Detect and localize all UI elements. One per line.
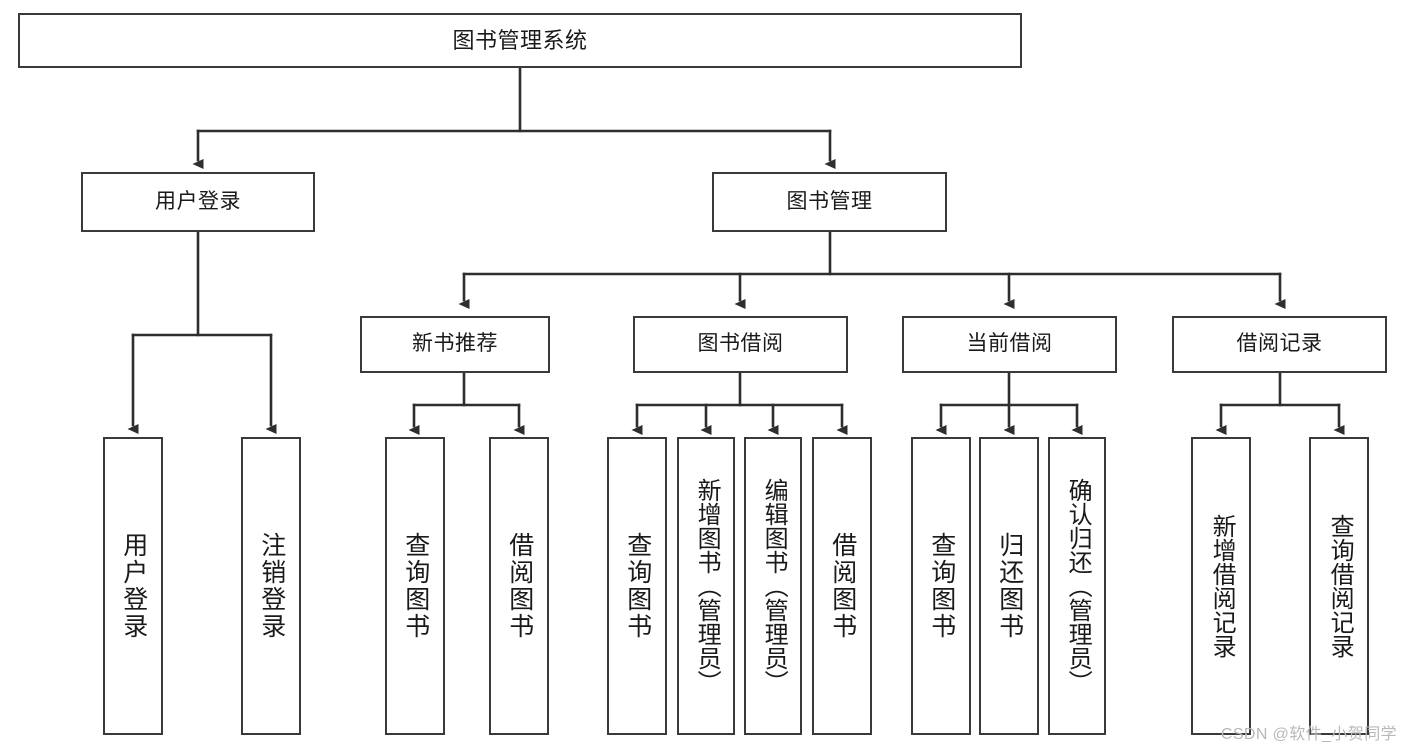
leaf-borrow-record-add[interactable]: 新增借阅记录 <box>1191 437 1251 735</box>
leaf-book-borrow-borrow[interactable]: 借阅图书 <box>812 437 872 735</box>
node-current-borrow[interactable]: 当前借阅 <box>902 316 1117 373</box>
leaf-new-book-borrow[interactable]: 借阅图书 <box>489 437 549 735</box>
node-user-login[interactable]: 用户登录 <box>81 172 315 232</box>
node-label: 图书借阅 <box>697 332 784 356</box>
watermark-text: CSDN @软件_小贺同学 <box>1220 726 1397 743</box>
node-label: 用户登录 <box>155 189 241 213</box>
leaf-current-borrow-confirm-return[interactable]: 确认归还（管理员） <box>1048 437 1106 735</box>
node-label: 图书管理 <box>786 189 873 213</box>
leaf-book-borrow-query[interactable]: 查询图书 <box>607 437 667 735</box>
node-label: 借阅记录 <box>1236 332 1323 356</box>
node-borrow-record[interactable]: 借阅记录 <box>1172 316 1387 373</box>
node-book-management[interactable]: 图书管理 <box>712 172 947 232</box>
node-label: 新增图书（管理员） <box>693 478 721 694</box>
node-label: 查询图书 <box>927 532 956 640</box>
leaf-book-borrow-edit[interactable]: 编辑图书（管理员） <box>744 437 802 735</box>
node-label: 新增借阅记录 <box>1208 514 1236 658</box>
node-book-borrow[interactable]: 图书借阅 <box>633 316 848 373</box>
node-label: 用户登录 <box>119 532 148 640</box>
node-label: 借阅图书 <box>828 532 857 640</box>
leaf-current-borrow-return[interactable]: 归还图书 <box>979 437 1039 735</box>
leaf-book-borrow-add[interactable]: 新增图书（管理员） <box>677 437 735 735</box>
node-label: 编辑图书（管理员） <box>760 478 788 694</box>
node-root-system[interactable]: 图书管理系统 <box>18 13 1022 68</box>
node-label: 确认归还（管理员） <box>1064 478 1092 694</box>
leaf-user-login-signout[interactable]: 注销登录 <box>241 437 301 735</box>
node-label: 查询借阅记录 <box>1326 514 1354 658</box>
leaf-borrow-record-query[interactable]: 查询借阅记录 <box>1309 437 1369 735</box>
node-label: 当前借阅 <box>966 332 1053 356</box>
node-label: 图书管理系统 <box>452 27 588 53</box>
leaf-current-borrow-query[interactable]: 查询图书 <box>911 437 971 735</box>
leaf-user-login-signin[interactable]: 用户登录 <box>103 437 163 735</box>
node-label: 注销登录 <box>257 532 286 640</box>
node-label: 查询图书 <box>401 532 430 640</box>
node-new-book-recommend[interactable]: 新书推荐 <box>360 316 550 373</box>
node-label: 新书推荐 <box>412 332 498 356</box>
node-label: 借阅图书 <box>505 532 534 640</box>
leaf-new-book-query[interactable]: 查询图书 <box>385 437 445 735</box>
node-label: 查询图书 <box>623 532 652 640</box>
node-label: 归还图书 <box>995 532 1024 640</box>
